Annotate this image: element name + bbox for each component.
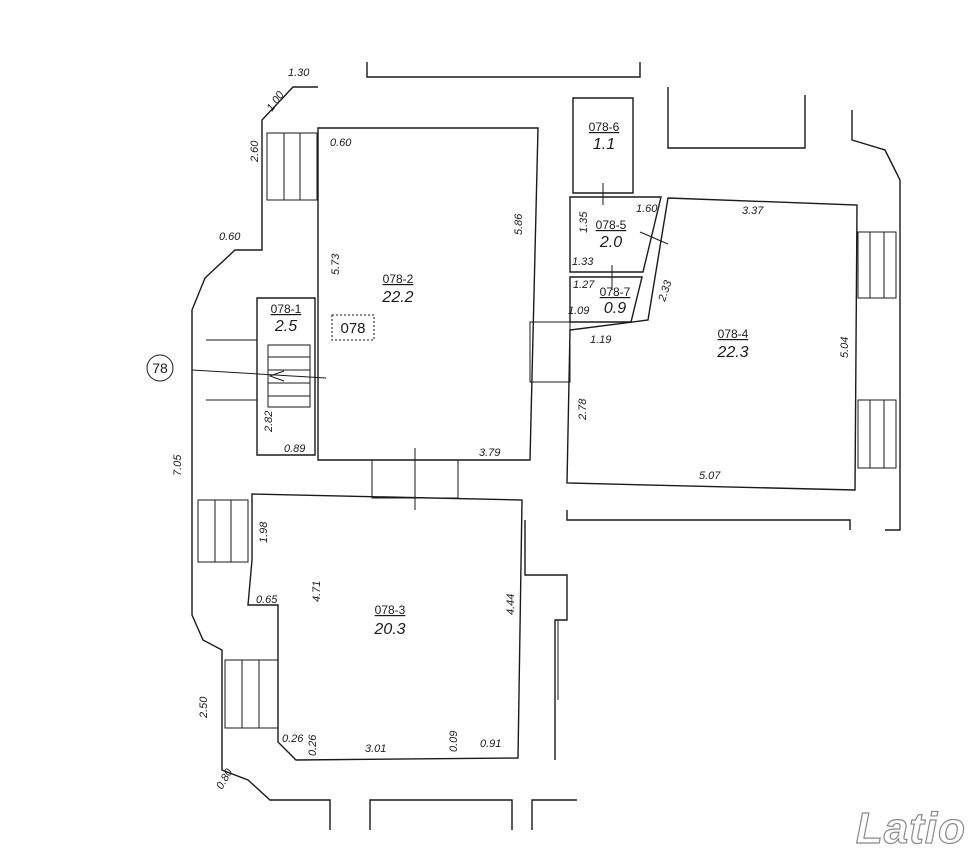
brand-logo: Latio	[855, 803, 966, 853]
dimension: 0.26	[307, 734, 319, 756]
dimension: 4.71	[311, 581, 323, 602]
room-area: 2.5	[274, 318, 297, 335]
dimension: 5.86	[513, 213, 525, 235]
dimension: 3.37	[742, 205, 764, 217]
dimension-labels: 1.30 1.00 2.60 0.60 0.60 5.73 5.86 1.60 …	[172, 67, 851, 792]
dimension: 0.65	[256, 594, 278, 606]
dimension: 0.26	[282, 733, 304, 745]
dimension: 5.73	[330, 253, 342, 275]
dimension: 7.05	[172, 454, 184, 476]
dimension: 0.91	[480, 738, 501, 750]
dimension: 2.78	[577, 398, 589, 421]
room-area: 20.3	[373, 621, 405, 638]
room-area: 22.3	[716, 344, 748, 361]
dimension: 2.60	[249, 140, 261, 163]
room-id: 078-3	[375, 603, 406, 617]
room-id: 078-5	[596, 218, 627, 232]
room-id: 078-6	[589, 120, 620, 134]
dimension: 0.60	[219, 231, 241, 243]
dimension: 1.30	[288, 67, 310, 79]
dimension: 1.27	[573, 279, 595, 291]
dimension: 3.01	[365, 743, 386, 755]
dimension: 0.09	[448, 731, 460, 752]
dimension: 4.44	[505, 594, 517, 615]
room-area: 0.9	[604, 300, 626, 317]
building-number: 78	[152, 360, 168, 376]
room-area: 1.1	[593, 136, 615, 153]
room-id: 078-1	[271, 302, 302, 316]
exterior-walls	[191, 62, 901, 830]
room-area: 22.2	[381, 289, 413, 306]
passages	[206, 183, 669, 700]
dimension: 1.00	[265, 89, 288, 114]
room-walls	[247, 97, 858, 761]
dimension: 3.79	[479, 447, 500, 459]
dimension: 1.09	[568, 305, 589, 317]
building-number-marker: 78	[146, 354, 327, 382]
room-id: 078-7	[600, 285, 631, 299]
dimension: 2.50	[198, 696, 210, 719]
apartment-label: 078	[340, 320, 365, 337]
room-id: 078-4	[718, 327, 749, 341]
dimension: 2.33	[656, 278, 675, 304]
dimension: 1.33	[572, 256, 594, 268]
dimension: 5.07	[699, 470, 721, 482]
dimension: 5.04	[839, 337, 851, 358]
dimension: 0.60	[330, 137, 352, 149]
dimension: 1.19	[590, 334, 611, 346]
room-id: 078-2	[383, 272, 414, 286]
dimension: 1.35	[578, 211, 590, 233]
dimension: 0.89	[284, 443, 305, 455]
dimension: 0.80	[214, 766, 236, 791]
room-area: 2.0	[599, 234, 622, 251]
stairs	[197, 132, 897, 729]
apartment-label-box	[331, 314, 375, 341]
dimension: 1.98	[258, 521, 270, 543]
dimension: 1.60	[636, 203, 658, 215]
dimension: 2.82	[263, 411, 275, 433]
